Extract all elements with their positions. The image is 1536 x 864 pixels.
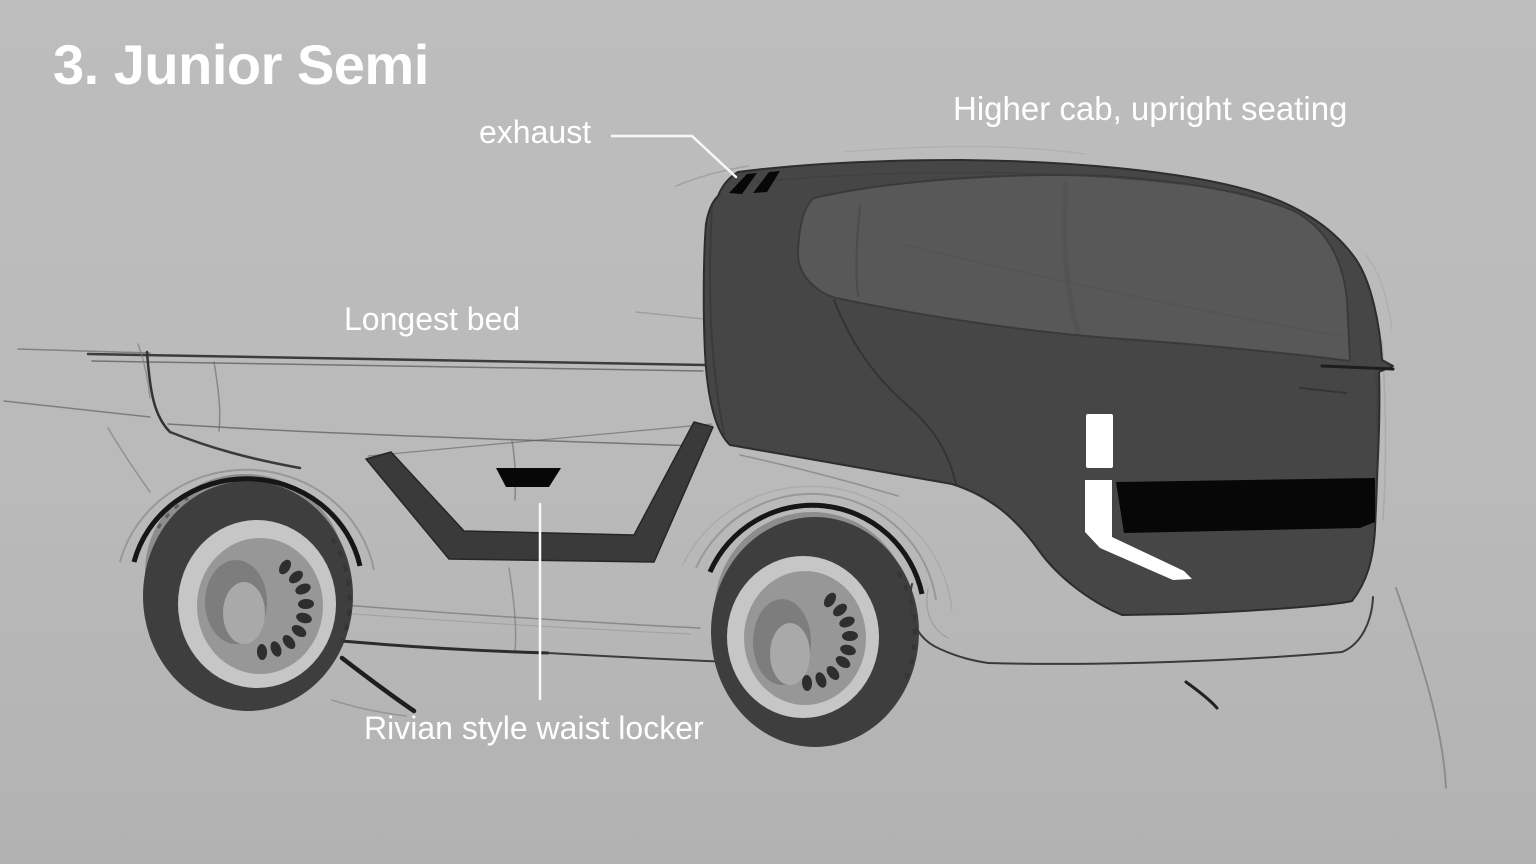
lug-hole [839,616,855,628]
exhaust-leader-line [610,134,738,179]
label-waist-locker: Rivian style waist locker [364,710,704,746]
roof-overshoot-3 [1365,254,1393,331]
front-fender-outline [681,485,953,611]
bumper-inner-faint [926,588,949,639]
front-wheel-arch [707,502,925,595]
behind-cab-stroke [635,311,705,320]
skirt-diagonal [339,655,417,714]
bumper-sketch [675,145,1447,789]
waist-locker-channel [365,421,714,563]
lug-hole [298,598,314,610]
lug-hole [801,675,813,691]
lug-hole [815,672,827,688]
bed-sketch-lines [3,311,899,717]
bumper-bottom [987,651,1343,665]
lug-hole [282,635,296,649]
bed-vertical-stroke [213,361,221,432]
rear-wheel [119,468,375,711]
lug-hole [270,641,282,657]
left-ground-line [3,400,151,418]
lug-hole [823,592,837,608]
headlight-upper [1086,414,1113,468]
roof-inner-line [755,171,1181,185]
bed-rail-overshoot [17,348,151,354]
front-wheel [681,485,953,747]
lug-hole [842,630,858,642]
window-diagonal-crease [904,244,1341,337]
waist-locker-handle [496,468,561,487]
lug-hole [295,583,311,595]
lug-hole [835,655,851,669]
beltline [367,423,713,457]
front-grille-band [1116,478,1375,533]
bed-top-rail [86,352,707,367]
cab-back-crease [708,205,725,435]
roof-overshoot-1 [675,165,749,187]
rear-bore-highlight [223,582,265,644]
lug-hole [289,570,303,584]
bed-floor-line [167,423,701,447]
skirt-echo [331,699,407,717]
bed-corner-overshoot [137,343,151,399]
lug-hole [256,644,268,660]
bumper-left [909,583,989,664]
lower-vertical-stroke [508,567,517,653]
lug-hole [291,624,307,638]
cab-creases [708,171,1395,511]
left-corner-stroke [107,427,151,493]
door-cutline [833,299,957,485]
exhaust-vent-slit-2 [753,171,780,193]
front-arch-outline [695,492,937,601]
front-lug-holes [801,592,858,691]
bed-top-rail-inner [91,360,704,372]
rear-lug-holes [256,559,314,660]
page-title: 3. Junior Semi [53,33,429,96]
front-face-crease [1375,371,1379,511]
exhaust-vent-slit-1 [729,173,757,194]
bumper-right [1341,596,1374,653]
leader-lines [538,134,738,701]
headlight-lower-wedge [1085,480,1192,580]
label-longest-bed: Longest bed [344,301,521,337]
rear-wheel-arch [131,476,363,567]
fender-top-stroke [739,454,899,497]
lug-hole [296,612,312,624]
bed-lower-diagonal [168,430,302,470]
bed-front-edge [145,350,172,434]
front-bore-highlight [770,623,810,685]
cab-window [796,174,1351,362]
corner-faint-stroke [1395,587,1447,789]
lug-hole [278,559,292,575]
roof-overshoot-2 [844,145,1086,155]
lug-hole [840,644,856,656]
hood-cutline [1320,364,1395,371]
bumper-tick [1184,680,1219,710]
cab [702,159,1395,616]
lug-hole [833,603,847,617]
lug-hole [826,666,840,680]
window-pillar-crease [855,205,861,297]
waist-locker [365,421,714,563]
label-exhaust: exhaust [479,114,592,150]
window-reflection-crease [1062,181,1081,335]
rear-tire-texture-2 [156,496,189,529]
rear-arch-outline [119,468,375,571]
windshield-base-crease [1299,387,1347,394]
rear-tire-texture [330,536,352,643]
label-higher-cab: Higher cab, upright seating [953,90,1348,127]
